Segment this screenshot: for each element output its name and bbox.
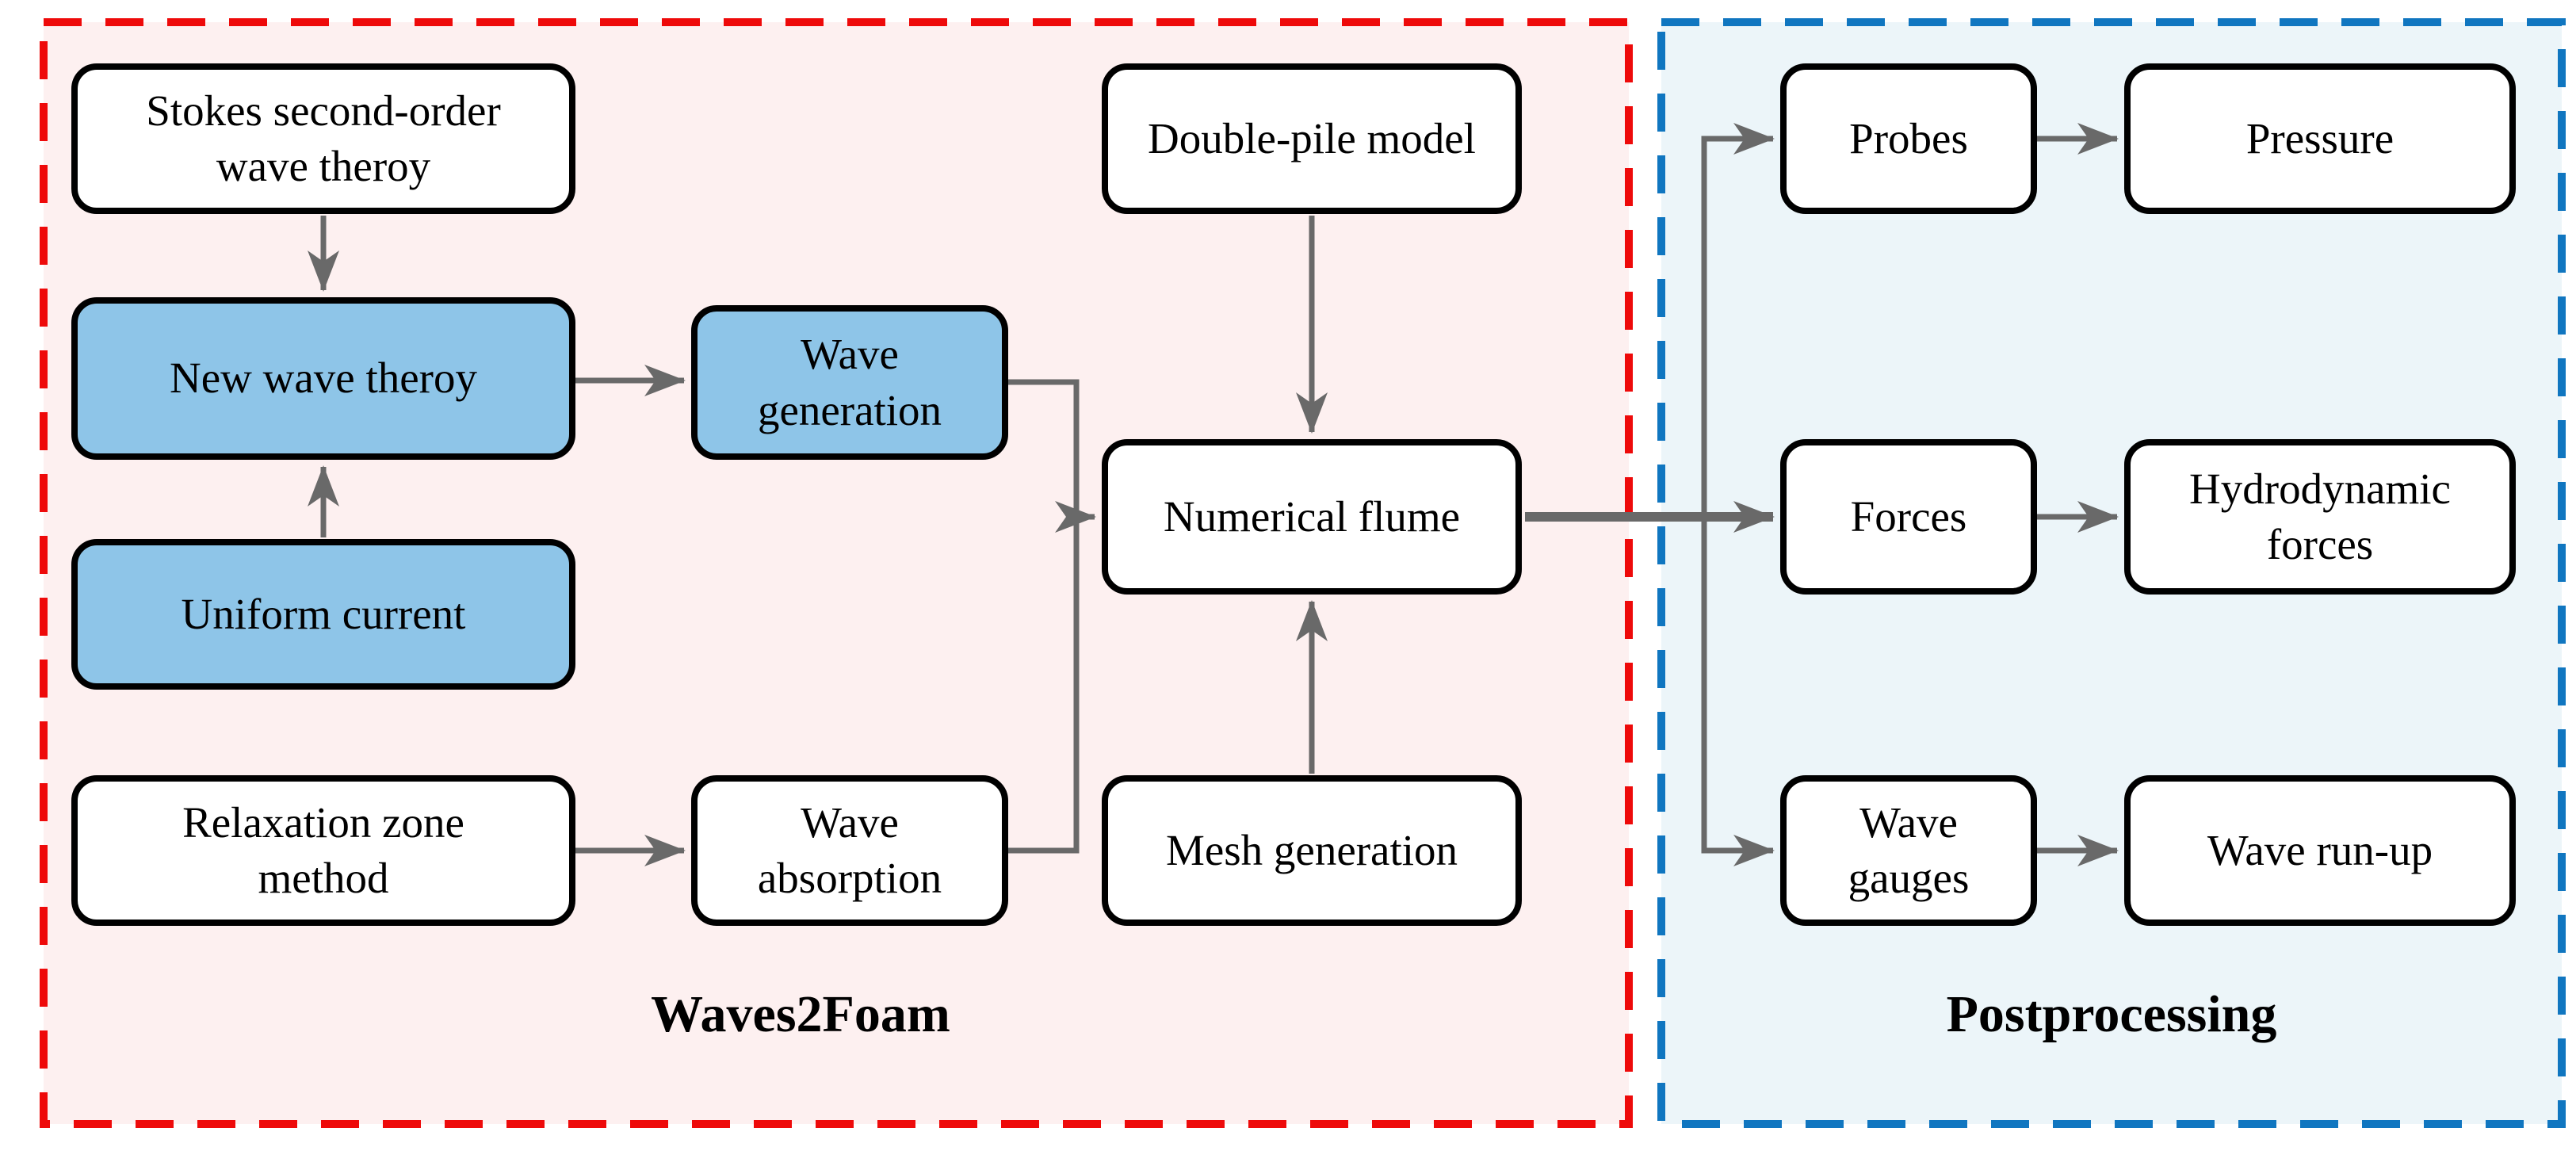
node-mesh-generation: Mesh generation	[1102, 775, 1522, 926]
node-new-wave-theory: New wave theroy	[71, 297, 575, 460]
node-probes: Probes	[1780, 63, 2037, 214]
node-uniform-current: Uniform current	[71, 539, 575, 690]
edge-branch-to-probes	[1701, 123, 1775, 517]
node-numerical-flume: Numerical flume	[1102, 439, 1522, 595]
node-forces: Forces	[1780, 439, 2037, 595]
node-relaxation-zone-method: Relaxation zone method	[71, 775, 575, 926]
node-stokes-second-order-wave-theory: Stokes second-order wave theroy	[71, 63, 575, 214]
postprocessing-group-label: Postprocessing	[1946, 985, 2277, 1043]
node-pressure: Pressure	[2124, 63, 2516, 214]
node-wave-generation: Wave generation	[691, 305, 1008, 460]
node-double-pile-model: Double-pile model	[1102, 63, 1522, 214]
waves2foam-group-label: Waves2Foam	[651, 985, 950, 1043]
edge-wavegen-waveabs-trunk	[1008, 379, 1080, 854]
edge-branch-to-wave-gauges	[1701, 517, 1775, 866]
node-wave-gauges: Wave gauges	[1780, 775, 2037, 926]
node-wave-absorption: Wave absorption	[691, 775, 1008, 926]
node-hydrodynamic-forces: Hydrodynamic forces	[2124, 439, 2516, 595]
node-wave-run-up: Wave run-up	[2124, 775, 2516, 926]
